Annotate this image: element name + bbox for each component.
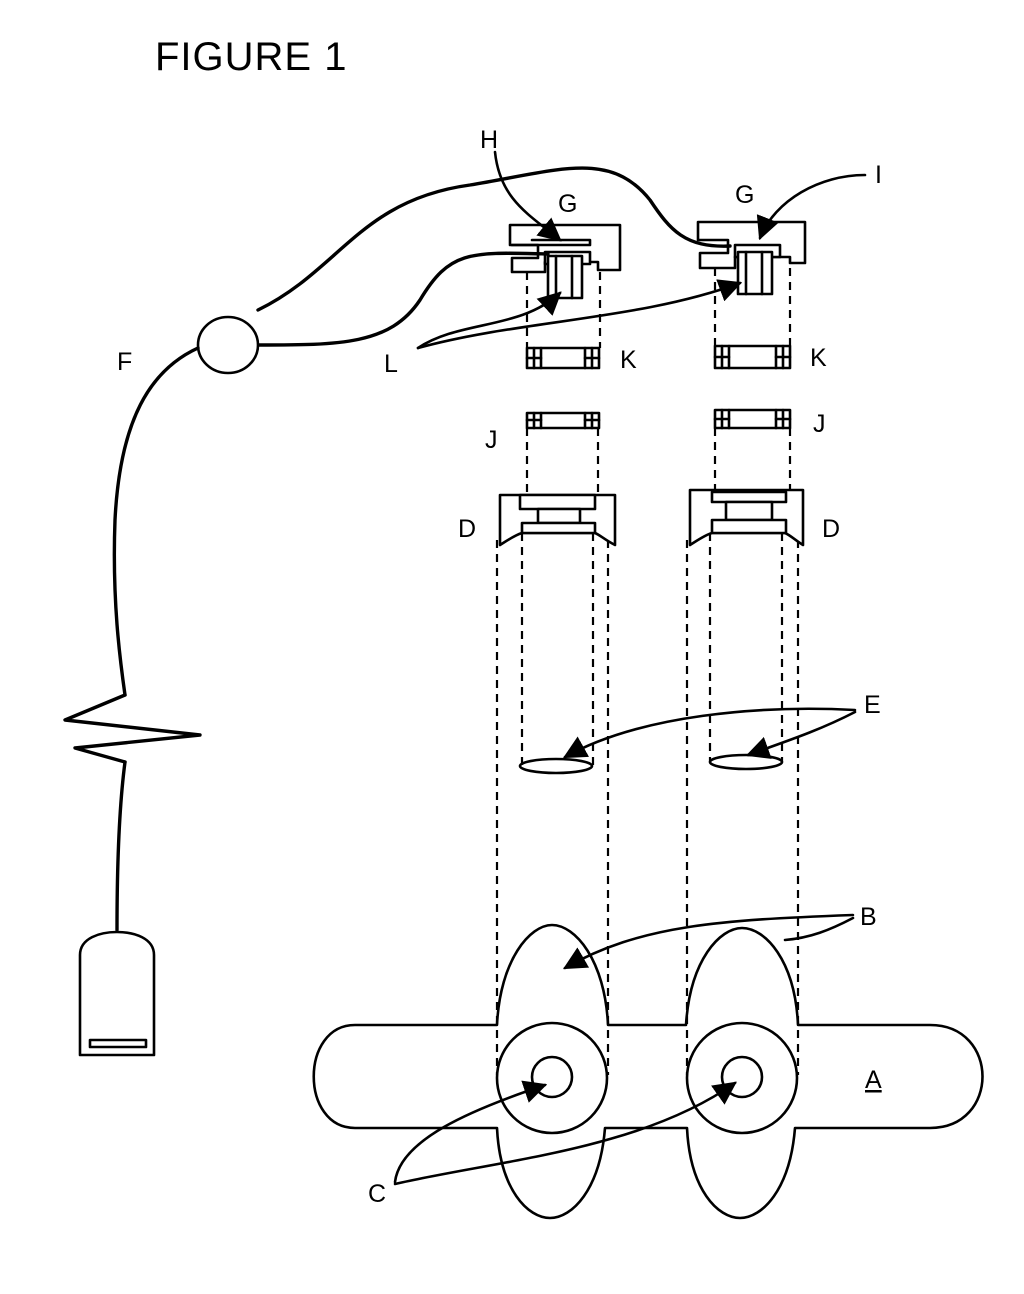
electrode-right	[687, 1023, 797, 1133]
label-e: E	[864, 691, 881, 719]
electrode-left	[497, 1023, 607, 1133]
connector-g-right	[698, 222, 805, 346]
ring-k-left	[527, 348, 599, 368]
label-k-left: K	[620, 346, 637, 374]
label-j-right: J	[813, 410, 826, 438]
label-c: C	[368, 1180, 386, 1208]
ring-k-right	[715, 346, 790, 368]
label-l: L	[384, 350, 398, 378]
label-i: I	[875, 161, 882, 189]
tube-d-left	[500, 495, 615, 773]
connector-g-left	[510, 225, 620, 348]
label-g-left: G	[558, 190, 577, 218]
label-d-left: D	[458, 515, 476, 543]
ring-j-right	[715, 410, 790, 490]
label-k-right: K	[810, 344, 827, 372]
ring-j-left	[527, 413, 599, 495]
label-g-right: G	[735, 181, 754, 209]
lead-f	[65, 348, 200, 930]
base-plate-a	[314, 925, 983, 1218]
figure-title: FIGURE 1	[155, 35, 347, 79]
junction-node	[198, 317, 258, 373]
tube-d-right	[690, 490, 803, 769]
label-d-right: D	[822, 515, 840, 543]
label-f: F	[117, 348, 132, 376]
recorder-device	[80, 932, 154, 1055]
label-j-left: J	[485, 426, 498, 454]
cable-upper	[258, 168, 730, 310]
label-h: H	[480, 126, 498, 154]
label-b: B	[860, 903, 877, 931]
label-a: A	[865, 1066, 882, 1094]
